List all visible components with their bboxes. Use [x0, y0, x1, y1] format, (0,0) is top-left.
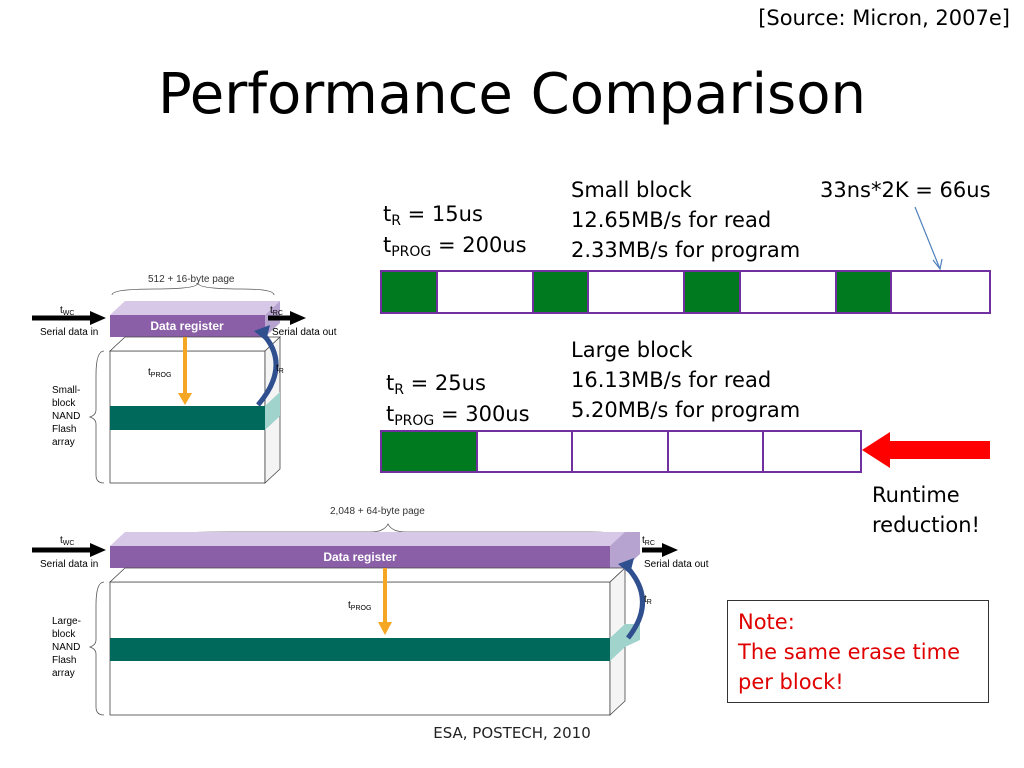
- pointer-line: [914, 206, 943, 271]
- large-block-specs: Large block 16.13MB/s for read 5.20MB/s …: [571, 335, 800, 425]
- small-bar-cell-header: [836, 272, 893, 312]
- small-array-band: [110, 406, 265, 430]
- slide-title: Performance Comparison: [158, 62, 866, 127]
- svg-text:array: array: [52, 668, 75, 679]
- large-serial-out-label: Serial data out: [644, 559, 709, 570]
- small-array-label: Small- block NAND Flash array: [52, 385, 80, 448]
- svg-text:Flash: Flash: [52, 655, 76, 666]
- small-tprog-text: tPROG: [148, 367, 171, 379]
- small-block-read: 12.65MB/s for read: [571, 208, 772, 232]
- large-page-size-label: 2,048 + 64-byte page: [330, 506, 425, 517]
- small-bar-cell-header: [685, 272, 741, 312]
- small-page-brace: [111, 282, 275, 296]
- svg-text:Large-: Large-: [52, 616, 81, 627]
- runtime-reduction-label: Runtime reduction!: [872, 480, 980, 540]
- small-register-label: Data register: [150, 319, 224, 333]
- large-array-top: [108, 567, 627, 583]
- large-tprog-label: tPROG = 300us: [386, 402, 530, 429]
- small-bar-cell-data: [437, 272, 534, 312]
- large-register-top: [110, 532, 640, 546]
- large-block-nand-diagram: 2,048 + 64-byte page Data register tPROG…: [32, 506, 709, 716]
- small-bar-cell-header: [533, 272, 590, 312]
- svg-text:block: block: [52, 398, 76, 409]
- small-serial-in-head: [90, 311, 106, 325]
- large-prog-arrow-head: [378, 622, 392, 635]
- large-twc-text: tWC: [60, 535, 74, 547]
- footer-credit: ESA, POSTECH, 2010: [433, 724, 591, 742]
- small-bar-cell-data: [892, 272, 989, 312]
- small-block-specs: Small block 12.65MB/s for read 2.33MB/s …: [571, 175, 800, 265]
- large-bar-cell-data: [764, 432, 861, 471]
- large-array-label: Large- block NAND Flash array: [52, 616, 81, 679]
- small-block-nand-diagram: 512 + 16-byte page Data register tPROG t…: [32, 274, 337, 484]
- large-bar-cell-data: [668, 432, 765, 471]
- large-bar-cell-data: [573, 432, 669, 471]
- svg-text:NAND: NAND: [52, 642, 80, 653]
- large-block-program: 5.20MB/s for program: [571, 398, 801, 422]
- large-tr-text: tR: [644, 594, 652, 606]
- transfer-time-note: 33ns*2K = 66us: [820, 178, 991, 202]
- small-data-register: [110, 315, 265, 337]
- large-bar-cell-data: [477, 432, 574, 471]
- note-line2: The same erase time: [738, 640, 960, 664]
- small-trc-text: tRC: [270, 305, 283, 317]
- small-bar-cell-data: [740, 272, 837, 312]
- small-bar-cell-data: [589, 272, 685, 312]
- large-block-page-bar: [380, 430, 862, 473]
- large-register-label: Data register: [323, 550, 397, 564]
- source-citation: [Source: Micron, 2007e]: [758, 6, 1010, 30]
- large-block-read: 16.13MB/s for read: [571, 368, 772, 392]
- svg-text:Flash: Flash: [52, 424, 76, 435]
- small-array-top: [108, 336, 282, 352]
- large-array-band: [110, 638, 610, 661]
- large-trc-text: tRC: [642, 535, 655, 547]
- runtime-line2: reduction!: [872, 513, 980, 537]
- small-read-arrow-head: [254, 325, 270, 341]
- note-line1: Note:: [738, 610, 795, 634]
- large-block-heading: Large block: [571, 338, 693, 362]
- small-serial-in-label: Serial data in: [40, 327, 98, 338]
- small-serial-out-label: Serial data out: [272, 327, 337, 338]
- small-register-top: [110, 301, 280, 315]
- small-array-brace: [88, 350, 105, 484]
- large-serial-out-head: [662, 543, 678, 557]
- large-serial-in-label: Serial data in: [40, 559, 98, 570]
- large-serial-in-head: [90, 543, 106, 557]
- small-block-program: 2.33MB/s for program: [571, 238, 801, 262]
- small-array-band-side: [265, 392, 280, 430]
- note-line3: per block!: [738, 670, 844, 694]
- small-prog-arrow-head: [178, 393, 192, 405]
- svg-text:Small-: Small-: [52, 385, 80, 396]
- runtime-arrow-icon: [862, 432, 990, 468]
- runtime-line1: Runtime: [872, 483, 960, 507]
- small-bar-cell-header: [382, 272, 438, 312]
- svg-text:NAND: NAND: [52, 411, 80, 422]
- small-tr-text: tR: [276, 363, 284, 375]
- large-read-arrow-head: [618, 558, 634, 574]
- small-tr-label: tR = 15us: [383, 202, 483, 229]
- small-serial-out-head: [290, 311, 306, 325]
- large-array-brace: [88, 581, 105, 716]
- svg-text:block: block: [52, 629, 76, 640]
- small-block-heading: Small block: [571, 178, 692, 202]
- note-box: Note: The same erase time per block!: [727, 600, 989, 703]
- large-bar-cell-header: [382, 432, 478, 471]
- small-twc-text: tWC: [60, 305, 74, 317]
- large-tr-label: tR = 25us: [386, 371, 486, 398]
- large-tprog-text: tPROG: [348, 600, 371, 612]
- small-block-page-bar: [380, 270, 991, 314]
- svg-text:array: array: [52, 437, 75, 448]
- small-page-size-label: 512 + 16-byte page: [148, 274, 235, 285]
- large-data-register: [110, 546, 610, 568]
- small-read-arrow: [256, 331, 279, 407]
- small-tprog-label: tPROG = 200us: [383, 233, 527, 260]
- large-read-arrow: [624, 564, 645, 640]
